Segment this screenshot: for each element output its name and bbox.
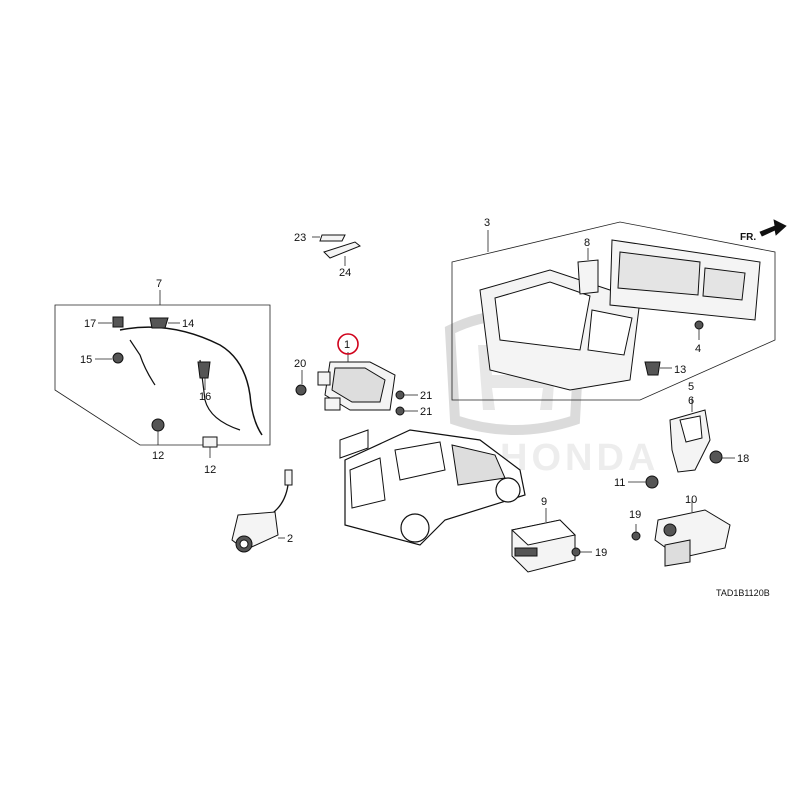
screw-19-right [571,547,592,557]
front-direction-arrow: FR. [740,219,787,243]
callout-9: 9 [541,496,547,508]
clip-16-icon [197,361,211,379]
callout-6: 6 [688,395,694,407]
callout-1: 1 [344,339,350,351]
display-group-box [451,221,776,401]
diagram-code: TAD1B1120B [716,588,770,598]
screw-19-left [631,524,641,541]
callout-8: 8 [584,237,590,249]
callout-4: 4 [695,343,701,355]
callout-12-left: 12 [152,450,164,462]
bolt-11 [645,475,659,489]
clip-14-icon [149,317,169,329]
highlight-ring [337,333,359,355]
clip-17-icon [112,316,124,328]
callout-14: 14 [182,318,194,330]
callout-21-top: 21 [420,390,432,402]
module-9-part [510,508,577,573]
callout-16: 16 [199,391,211,403]
callout-19-left: 19 [629,509,641,521]
callout-3: 3 [484,217,490,229]
vehicle-sketch [339,429,526,546]
callout-5: 5 [688,381,694,393]
callout-2: 2 [287,533,293,545]
callout-7: 7 [156,278,162,290]
harness-group-box [54,290,271,446]
callout-13: 13 [674,364,686,376]
bolt-12-right [202,436,218,458]
rear-camera-part [231,469,293,553]
bolt-18 [709,450,723,464]
callout-12-right: 12 [204,464,216,476]
control-unit-part [317,352,396,411]
callout-21-bottom: 21 [420,406,432,418]
bracket-part [669,398,711,473]
screw-21-bottom [395,406,418,416]
callout-24: 24 [339,267,351,279]
callout-11: 11 [614,477,625,489]
callout-23: 23 [294,232,306,244]
cover-23-24 [319,234,361,259]
screw-21-top [395,390,418,400]
leader-lines [95,236,735,539]
callout-17: 17 [84,318,96,330]
svg-text:HONDA: HONDA [500,437,659,479]
honda-logo-watermark: HONDA [444,310,659,479]
arrow-icon [759,219,787,237]
callout-18: 18 [737,453,749,465]
callout-labels: 1 2 3 4 5 6 7 8 9 10 11 12 12 13 14 15 1… [80,217,749,559]
screw-20 [295,384,307,396]
bolt-12-left [151,418,165,445]
callout-20: 20 [294,358,306,370]
part-8-icon [577,259,599,295]
callout-10: 10 [685,494,697,506]
clip-15-icon [112,352,124,364]
front-label: FR. [740,232,756,243]
callout-19-right: 19 [595,547,607,559]
callout-15: 15 [80,354,92,366]
module-10-part [654,500,731,567]
